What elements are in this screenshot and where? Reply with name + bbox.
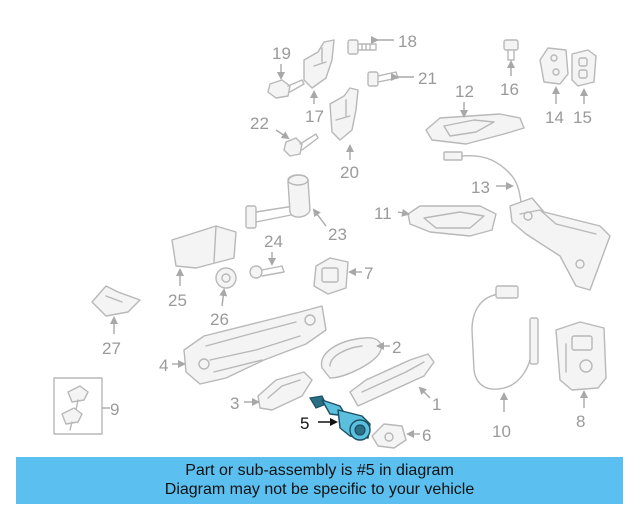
banner-line-1: Part or sub-assembly is #5 in diagram: [185, 462, 454, 479]
callout-22: 22: [250, 114, 269, 133]
callout-10: 10: [492, 422, 511, 441]
callout-13: 13: [471, 178, 490, 197]
callout-4: 4: [159, 356, 168, 375]
callout-8: 8: [576, 412, 585, 431]
callout-12: 12: [455, 82, 474, 101]
callout-2: 2: [392, 338, 401, 357]
callout-19: 19: [272, 44, 291, 63]
callout-3: 3: [230, 394, 239, 413]
callout-11: 11: [374, 204, 392, 223]
latch-linkage-assembly: [509, 197, 611, 291]
part-11-interior-handle: [397, 205, 497, 237]
part-7-switch: [313, 257, 362, 295]
part-26-grommet: [215, 267, 237, 307]
part-1-outer-handle: [349, 353, 435, 407]
part-24-pin: [249, 252, 285, 279]
callout-20: 20: [340, 163, 359, 182]
callout-26: 26: [210, 310, 229, 329]
part-16-bolt: [503, 39, 519, 76]
part-18-bolt: [347, 36, 394, 55]
part-23-check-strap: [245, 174, 327, 229]
callout-14: 14: [545, 108, 564, 127]
callout-7: 7: [364, 264, 373, 283]
part-17-hinge: [303, 39, 335, 104]
callout-6: 6: [422, 426, 431, 445]
part-13-cable: [443, 151, 523, 209]
part-9-clips: [53, 377, 110, 435]
part-21-bolt: [367, 71, 414, 87]
part-4-handle-carrier: [172, 305, 327, 385]
part-3-gasket: [244, 371, 313, 411]
callout-21: 21: [418, 69, 437, 88]
part-22-bolt: [275, 129, 319, 157]
part-6-bezel: [371, 423, 420, 449]
part-19-bolt: [267, 64, 305, 99]
callout-24: 24: [264, 232, 283, 251]
callout-9: 9: [110, 400, 119, 419]
part-10-cable: [471, 285, 539, 412]
callout-1: 1: [432, 395, 441, 414]
banner-line-2: Diagram may not be specific to your vehi…: [164, 481, 475, 498]
part-12-interior-handle: [425, 102, 525, 145]
callout-16: 16: [500, 80, 519, 99]
part-25-cover: [171, 225, 237, 286]
info-banner: Part or sub-assembly is #5 in diagram Di…: [16, 457, 623, 504]
callout-5: 5: [300, 414, 309, 433]
callout-25: 25: [168, 291, 187, 310]
callout-23: 23: [328, 225, 347, 244]
part-15-plate: [571, 49, 597, 104]
parts-diagram: 18 19 17 21 22 20 16: [53, 32, 611, 449]
callout-17: 17: [305, 107, 324, 126]
part-8-latch: [555, 321, 607, 408]
part-2-gasket: [320, 337, 390, 379]
callout-27: 27: [102, 339, 121, 358]
part-27-clip: [91, 285, 141, 334]
callout-18: 18: [398, 32, 417, 51]
part-5-lock-cylinder: [309, 395, 371, 441]
callout-15: 15: [573, 108, 592, 127]
part-14-plate: [539, 47, 569, 104]
part-20-hinge: [329, 87, 359, 160]
